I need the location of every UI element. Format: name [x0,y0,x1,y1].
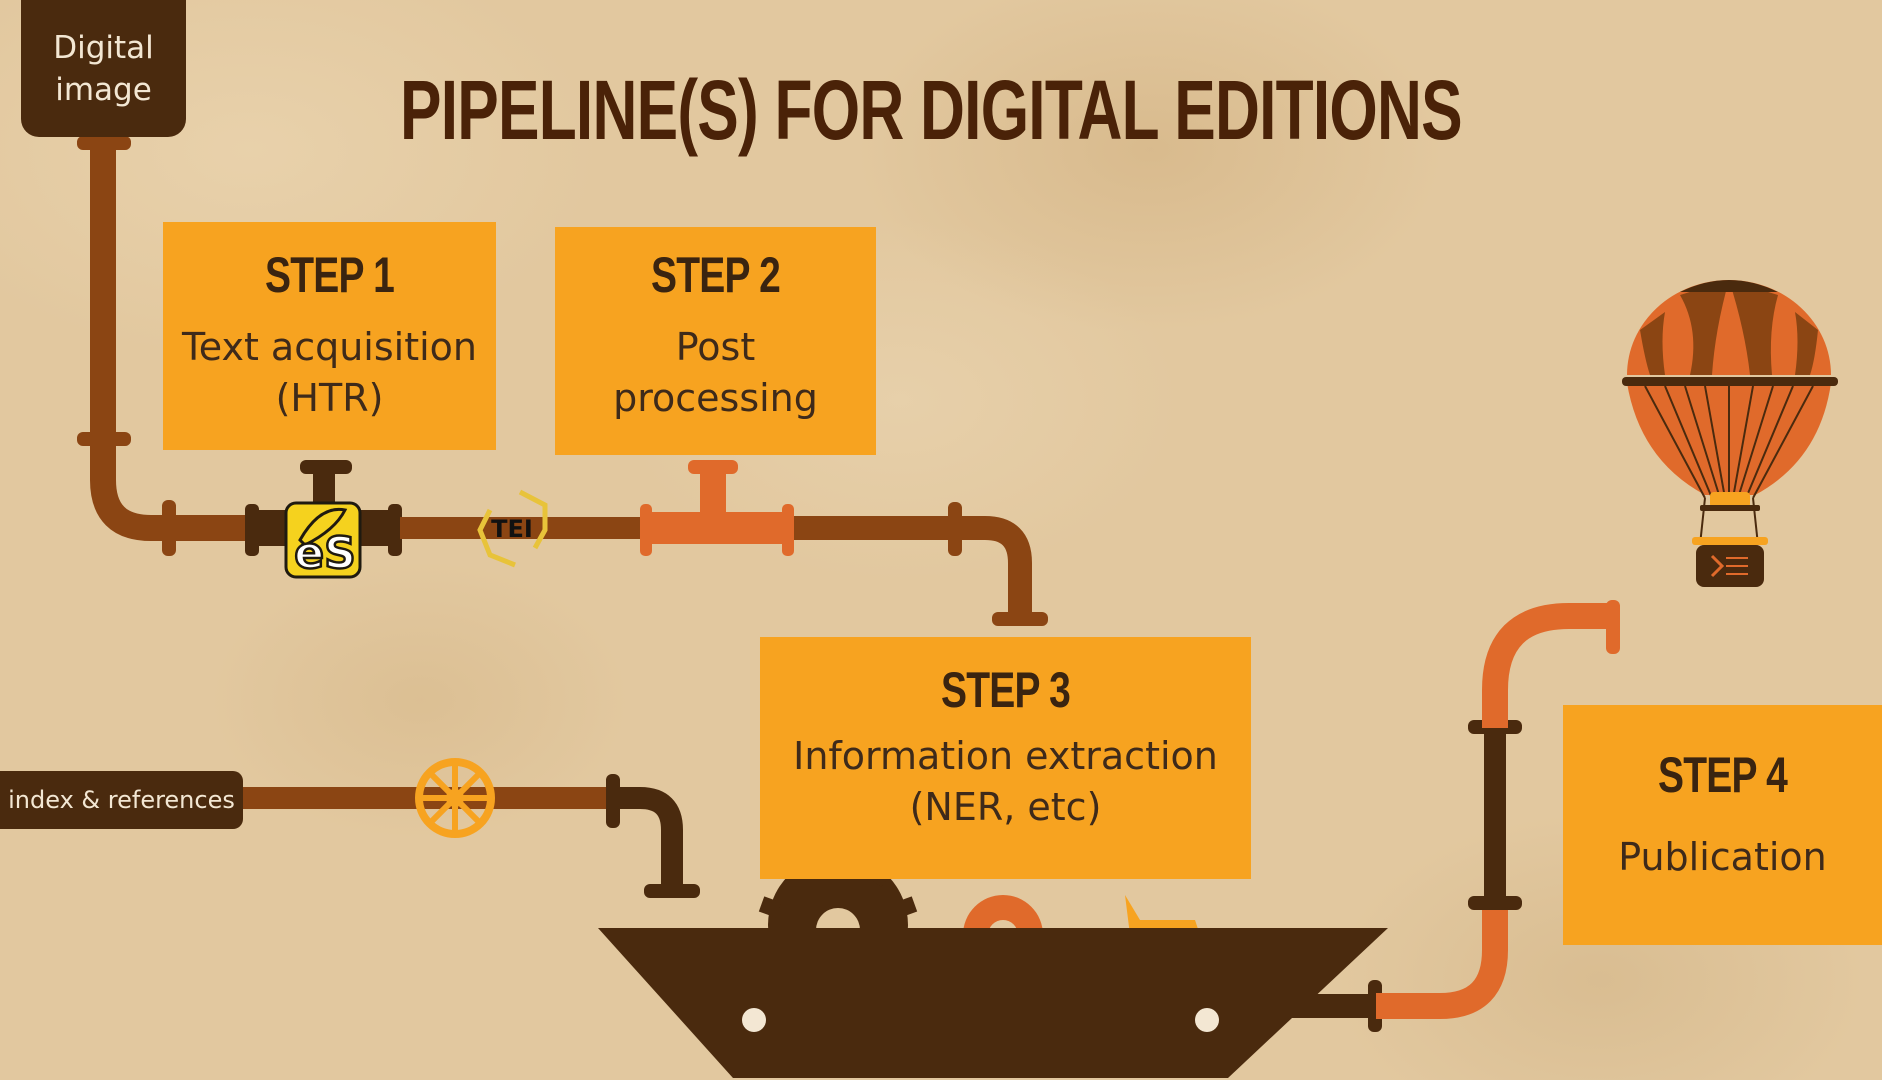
step1-box: STEP 1 Text acquisition (HTR) [163,222,496,450]
step1-desc-line2: (HTR) [275,376,384,420]
digital-image-tag: Digital image [21,0,186,137]
digital-image-line2: image [55,71,152,108]
input-pipe [77,136,245,556]
index-references-tag: index & references [0,771,243,829]
pipe-to-step4 [1290,600,1620,1032]
step3-desc-line1: Information extraction [793,734,1218,778]
step3-label: STEP 3 [940,662,1071,718]
machine-hopper [598,928,1388,1078]
step2-tee [640,460,794,556]
step4-desc-line1: Publication [1618,835,1827,879]
pipe-to-step3 [794,502,1048,626]
step1-label: STEP 1 [264,247,395,303]
step3-box: STEP 3 Information extraction (NER, etc) [760,637,1251,879]
output-pipe [240,758,700,898]
step2-box: STEP 2 Post processing [555,227,876,455]
step4-label: STEP 4 [1657,747,1788,803]
step2-label: STEP 2 [650,247,781,303]
step1-desc-line1: Text acquisition [181,325,478,369]
escriptorium-logo-text: eS [294,528,356,579]
hot-air-balloon [1622,280,1838,587]
step2-desc-line2: processing [613,376,818,420]
escriptorium-logo: eS [284,501,362,580]
step3-desc-line2: (NER, etc) [909,785,1102,829]
step2-desc-line1: Post [675,325,756,369]
digital-image-line1: Digital [53,29,154,66]
step4-box: STEP 4 Publication [1563,705,1882,945]
page-title: PIPELINE(S) FOR DIGITAL EDITIONS [400,63,1463,157]
tei-logo-text: TEI [491,515,533,543]
tei-logo: TEI [477,489,548,568]
middle-pipe [400,517,645,539]
index-references-label: index & references [8,786,235,814]
